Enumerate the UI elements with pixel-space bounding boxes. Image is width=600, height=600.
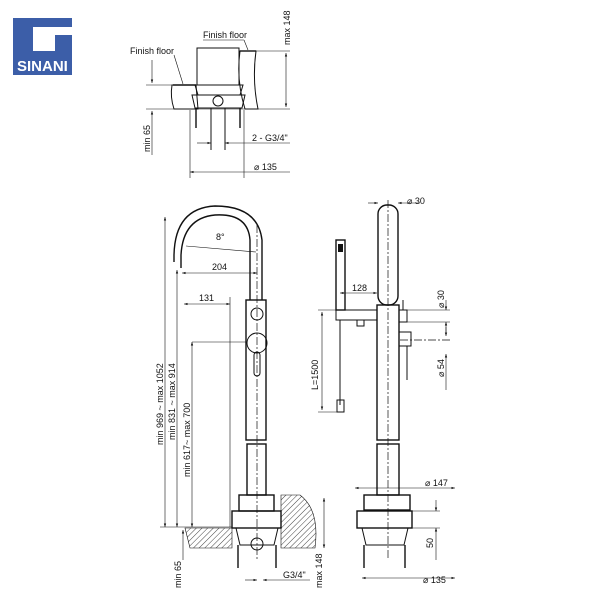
spout-height-label: min 831 ~ max 914 bbox=[167, 363, 177, 440]
max-148-front-label: max 148 bbox=[314, 553, 324, 588]
side-view: ⌀ 30 128 ⌀ 30 L=1500 ⌀ 54 ⌀ 147 50 ⌀ 135 bbox=[310, 196, 455, 585]
angle-label: 8° bbox=[216, 232, 225, 242]
column-diameter-label: ⌀ 30 bbox=[407, 196, 425, 206]
spout-reach-label: 204 bbox=[212, 262, 227, 272]
sinani-logo: SINANI bbox=[13, 18, 72, 75]
shower-offset-label: 128 bbox=[352, 283, 367, 293]
finish-floor-label-upper: Finish floor bbox=[203, 30, 247, 40]
front-view: 8° 204 131 min 969 ~ max 1052 min 831 ~ … bbox=[155, 205, 326, 588]
total-height-label: min 969 ~ max 1052 bbox=[155, 363, 165, 445]
handle-diameter-label: ⌀ 30 bbox=[436, 290, 446, 308]
inlet-label: 2 - G3/4" bbox=[252, 133, 288, 143]
inlet-front-label: G3/4" bbox=[283, 570, 306, 580]
flange-diameter-label: ⌀ 135 bbox=[423, 575, 446, 585]
logo-text: SINANI bbox=[17, 58, 68, 75]
diameter-135-label: ⌀ 135 bbox=[254, 162, 277, 172]
floor-installation-detail: Finish floor Finish floor max 148 min 65… bbox=[130, 10, 292, 178]
min-65-label: min 65 bbox=[142, 125, 152, 152]
body-diameter-label: ⌀ 54 bbox=[436, 359, 446, 377]
max-148-label: max 148 bbox=[282, 10, 292, 45]
base-diameter-label: ⌀ 147 bbox=[425, 478, 448, 488]
finish-floor-label-lower: Finish floor bbox=[130, 46, 174, 56]
base-height-label: 50 bbox=[425, 538, 435, 548]
min-65-front-label: min 65 bbox=[173, 561, 183, 588]
mixer-height-label: min 617~ max 700 bbox=[182, 403, 192, 477]
hose-length-label: L=1500 bbox=[310, 360, 320, 390]
lever-offset-label: 131 bbox=[199, 293, 214, 303]
